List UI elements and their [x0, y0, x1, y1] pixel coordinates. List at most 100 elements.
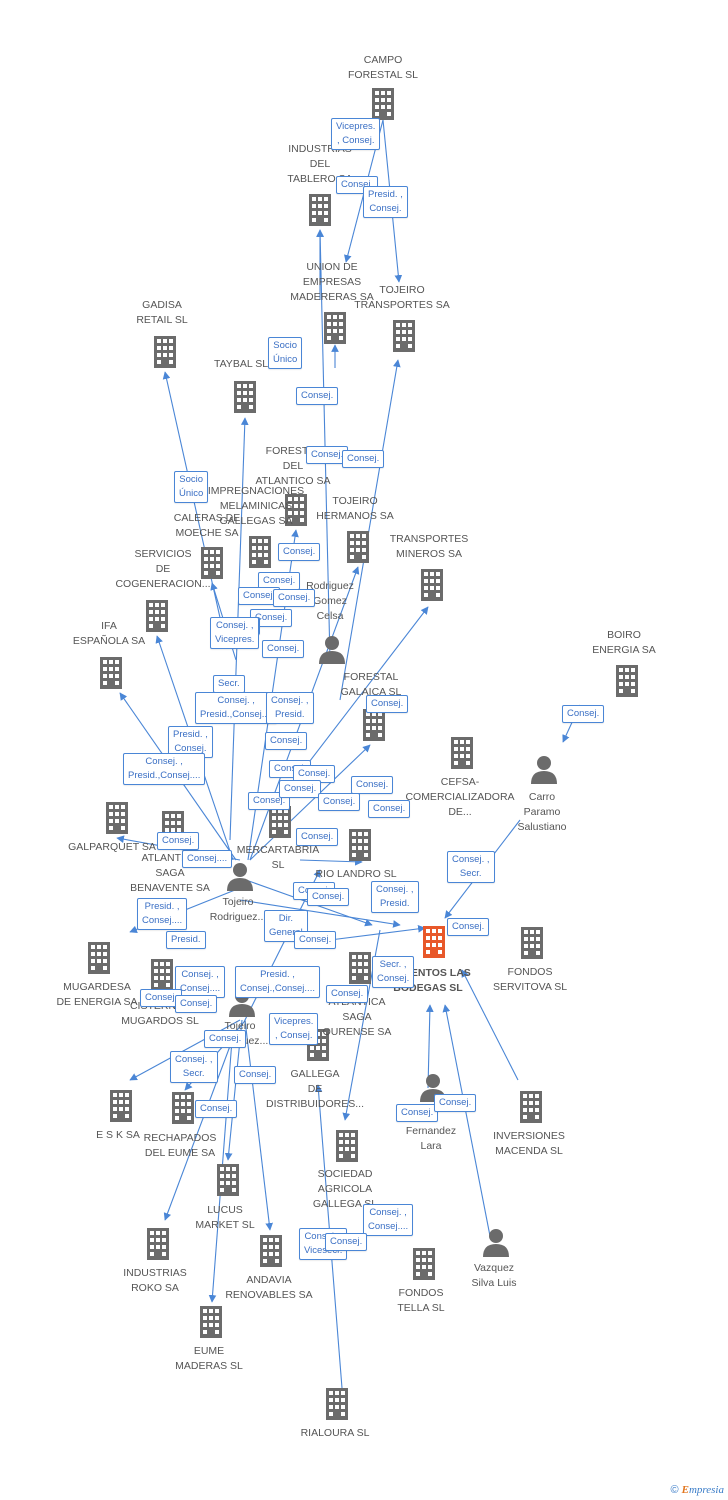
company-icon[interactable]: [324, 312, 346, 344]
role-box[interactable]: Consej.: [368, 800, 411, 818]
company-label[interactable]: TRANSPORTES MINEROS SA: [389, 533, 469, 560]
role-box[interactable]: Consej.: [265, 732, 308, 750]
company-label[interactable]: LUCUS MARKET SL: [195, 1204, 255, 1231]
role-box[interactable]: Consej.: [366, 695, 409, 713]
company-label[interactable]: TAYBAL SL: [213, 358, 269, 370]
role-box[interactable]: Consej.: [447, 918, 490, 936]
company-icon[interactable]: [326, 1388, 348, 1420]
company-label[interactable]: TOJEIRO HERMANOS SA: [316, 495, 394, 522]
role-box[interactable]: Consej....: [182, 850, 233, 868]
person-label[interactable]: Carro Paramo Salustiano: [517, 791, 567, 833]
role-box[interactable]: Consej.: [351, 776, 394, 794]
role-box[interactable]: Consej.: [195, 1100, 238, 1118]
company-label[interactable]: UNION DE EMPRESAS MADERERAS SA: [290, 261, 374, 303]
role-box[interactable]: Consej.: [325, 1233, 368, 1251]
company-label[interactable]: MERCARTABRIA SL: [236, 844, 320, 871]
company-icon[interactable]: [269, 806, 291, 838]
company-label[interactable]: INDUSTRIAS ROKO SA: [123, 1267, 187, 1294]
company-icon[interactable]: [421, 569, 443, 601]
role-box[interactable]: Consej. , Secr.: [447, 851, 495, 883]
person-icon[interactable]: [319, 636, 345, 664]
role-box[interactable]: Consej.: [307, 888, 350, 906]
role-box[interactable]: Consej. , Consej....: [175, 966, 226, 998]
company-icon[interactable]: [521, 927, 543, 959]
company-icon[interactable]: [363, 709, 385, 741]
company-label[interactable]: CAMPO FORESTAL SL: [347, 54, 419, 81]
company-label[interactable]: FONDOS SERVITOVA SL: [492, 966, 568, 993]
company-icon[interactable]: [260, 1235, 282, 1267]
company-icon[interactable]: [200, 1306, 222, 1338]
company-label[interactable]: CALERAS DE MOECHE SA: [173, 512, 241, 539]
company-label[interactable]: E S K SA: [96, 1129, 140, 1141]
role-box[interactable]: Consej.: [294, 931, 337, 949]
company-label[interactable]: IMPREGNACIONES MELAMINICAS GALLEGAS SA: [207, 485, 305, 527]
company-icon[interactable]: [88, 942, 110, 974]
role-box[interactable]: Secr.: [213, 675, 245, 693]
role-box[interactable]: Consej.: [279, 780, 322, 798]
company-icon[interactable]: [372, 88, 394, 120]
role-box[interactable]: Presid.: [166, 931, 206, 949]
company-label[interactable]: ANDAVIA RENOVABLES SA: [225, 1274, 313, 1301]
company-icon[interactable]: [309, 194, 331, 226]
company-icon[interactable]: [100, 657, 122, 689]
company-icon[interactable]: [520, 1091, 542, 1123]
company-icon[interactable]: [217, 1164, 239, 1196]
role-box[interactable]: Socio Único: [174, 471, 209, 503]
role-box[interactable]: Consej.: [296, 828, 339, 846]
role-box[interactable]: Consej.: [175, 995, 218, 1013]
role-box[interactable]: Consej.: [157, 832, 200, 850]
person-label[interactable]: Vazquez Silva Luis: [471, 1262, 517, 1289]
role-box[interactable]: Consej.: [262, 640, 305, 658]
company-label[interactable]: RECHAPADOS DEL EUME SA: [143, 1132, 217, 1159]
company-label[interactable]: TOJEIRO TRANSPORTES SA: [354, 284, 450, 311]
company-label[interactable]: GALPARQUET SA: [68, 841, 156, 853]
focus-company-icon[interactable]: [423, 926, 445, 958]
company-label[interactable]: RIO LANDRO SL: [315, 868, 397, 880]
role-box[interactable]: Consej.: [342, 450, 385, 468]
role-box[interactable]: Consej. , Presid.,Consej....: [123, 753, 206, 785]
role-box[interactable]: Consej. , Presid.: [371, 881, 419, 913]
role-box[interactable]: Consej.: [238, 587, 281, 605]
company-icon[interactable]: [172, 1092, 194, 1124]
role-box[interactable]: Presid. , Consej.: [168, 726, 213, 758]
person-icon[interactable]: [483, 1229, 509, 1257]
company-icon[interactable]: [106, 802, 128, 834]
company-label[interactable]: GADISA RETAIL SL: [136, 299, 188, 326]
role-box[interactable]: Secr. , Consej.: [372, 956, 415, 988]
role-box[interactable]: Consej. , Presid.,Consej....: [195, 692, 278, 724]
role-box[interactable]: Consej.: [434, 1094, 477, 1112]
company-label[interactable]: EUME MADERAS SL: [175, 1345, 243, 1372]
role-box[interactable]: Consej.: [278, 543, 321, 561]
role-box[interactable]: Consej. , Presid.: [266, 692, 314, 724]
company-icon[interactable]: [451, 737, 473, 769]
person-label[interactable]: Fernandez Lara: [405, 1125, 457, 1152]
company-label[interactable]: IFA ESPAÑOLA SA: [72, 620, 146, 647]
company-label[interactable]: MUGARDESA DE ENERGIA SA: [56, 981, 138, 1008]
role-box[interactable]: Consej.: [234, 1066, 277, 1084]
person-label[interactable]: Tojeiro Rodriguez...: [209, 896, 267, 923]
company-label[interactable]: SERVICIOS DE COGENERACION...: [115, 548, 211, 590]
role-box[interactable]: Vicepres. , Consej.: [331, 118, 381, 150]
person-label[interactable]: Rodriguez Gomez Celsa: [306, 580, 354, 622]
company-icon[interactable]: [393, 320, 415, 352]
role-box[interactable]: Consej.: [296, 387, 339, 405]
role-box[interactable]: Socio Único: [268, 337, 303, 369]
role-box[interactable]: Consej.: [318, 793, 361, 811]
role-box[interactable]: Consej.: [204, 1030, 247, 1048]
company-label[interactable]: BOIRO ENERGIA SA: [592, 629, 656, 656]
role-box[interactable]: Consej.: [562, 705, 605, 723]
company-label[interactable]: GALLEGA DE DISTRIBUIDORES...: [265, 1068, 364, 1110]
role-box[interactable]: Consej. , Consej....: [363, 1204, 414, 1236]
role-box[interactable]: Consej.: [396, 1104, 439, 1122]
role-box[interactable]: Consej.: [273, 589, 316, 607]
company-icon[interactable]: [616, 665, 638, 697]
role-box[interactable]: Presid. , Consej....: [137, 898, 188, 930]
role-box[interactable]: Presid. , Consej.,Consej....: [235, 966, 320, 998]
company-icon[interactable]: [336, 1130, 358, 1162]
company-label[interactable]: INVERSIONES MACENDA SL: [493, 1130, 565, 1157]
role-box[interactable]: Vicepres. , Consej.: [269, 1013, 319, 1045]
company-label[interactable]: CEFSA- COMERCIALIZADORA DE...: [405, 776, 515, 818]
role-box[interactable]: Consej. , Secr.: [170, 1051, 218, 1083]
role-box[interactable]: Presid. , Consej.: [363, 186, 408, 218]
company-icon[interactable]: [234, 381, 256, 413]
